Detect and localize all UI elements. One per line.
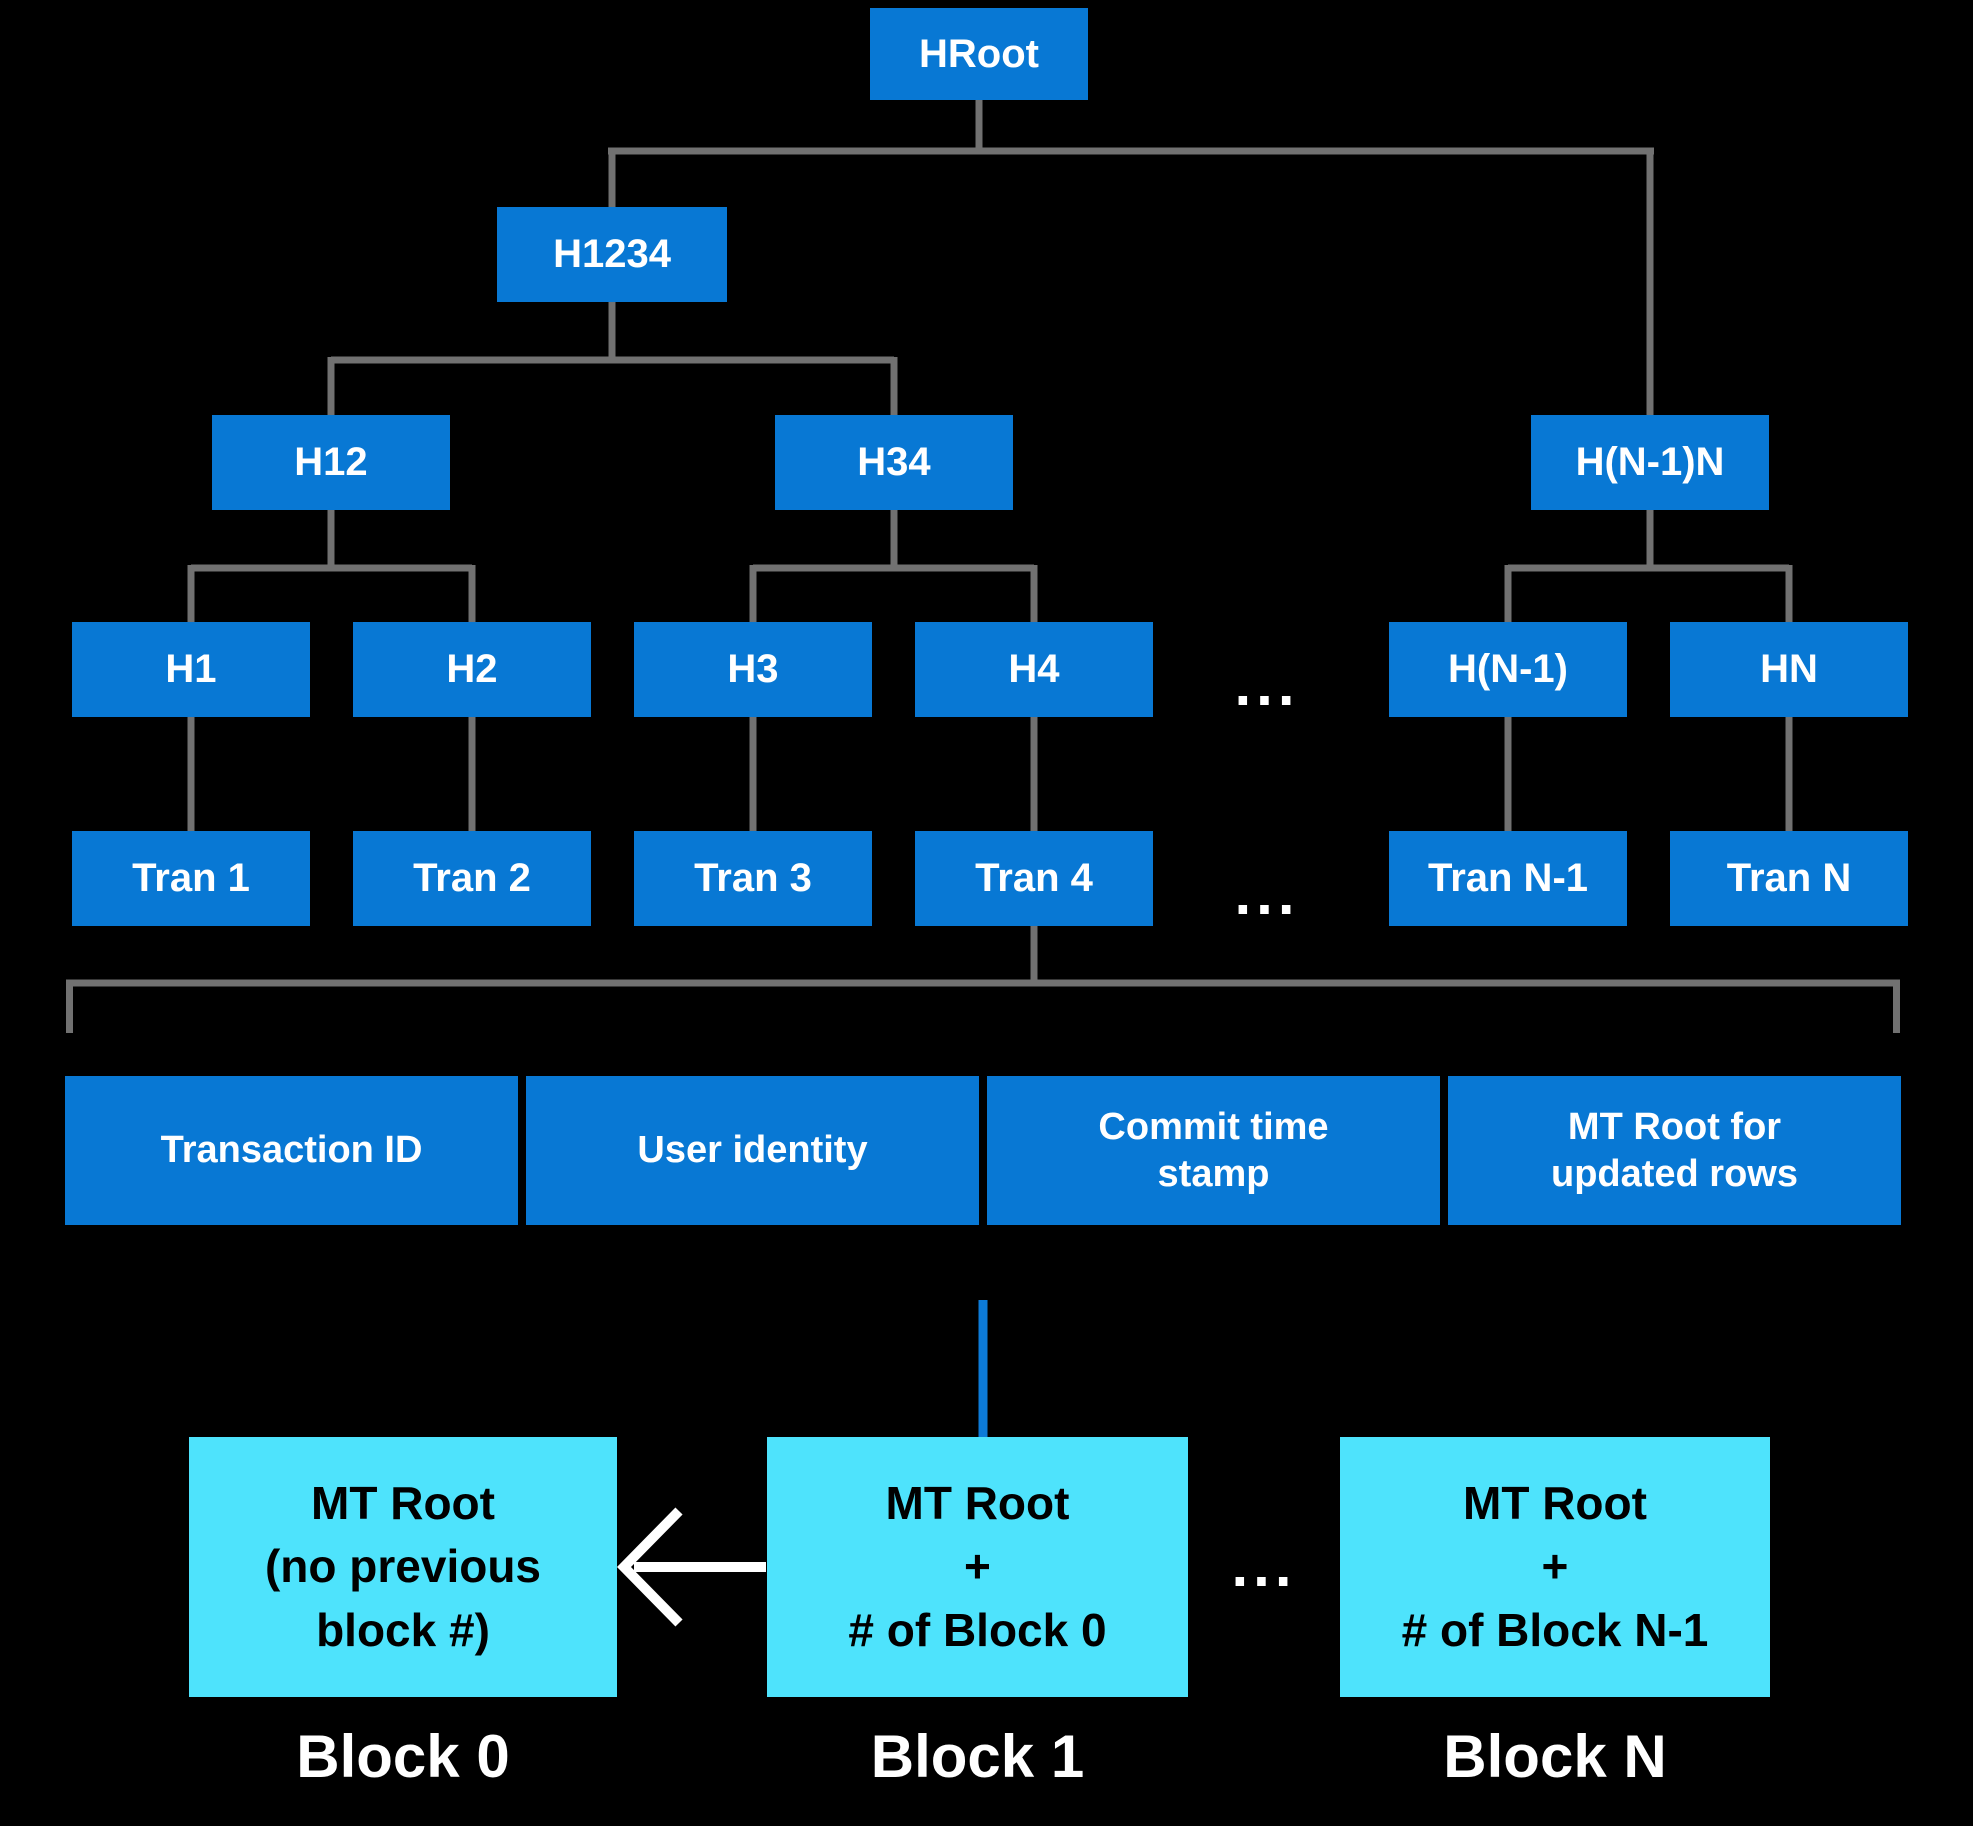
block-label-n: Block N — [1443, 1722, 1667, 1790]
field-mt-root-updated-rows: MT Root for updated rows — [1448, 1076, 1901, 1225]
node-tran-n: Tran N — [1670, 831, 1908, 926]
h1234-connector — [327, 302, 898, 415]
field-transaction-id: Transaction ID — [65, 1076, 518, 1225]
block-box-0: MT Root (no previous block #) — [189, 1437, 617, 1697]
ellipsis-block-row: ... — [1231, 1531, 1297, 1599]
node-h34: H34 — [775, 415, 1013, 510]
node-h1: H1 — [72, 622, 310, 717]
tran4-detail-bracket — [66, 926, 1900, 1033]
node-tran-2: Tran 2 — [353, 831, 591, 926]
block-box-1: MT Root + # of Block 0 — [767, 1437, 1188, 1697]
node-tran-1: Tran 1 — [72, 831, 310, 926]
h34-connector — [749, 510, 1038, 622]
node-h1234: H1234 — [497, 207, 727, 302]
node-h2: H2 — [353, 622, 591, 717]
block-label-0: Block 0 — [296, 1722, 510, 1790]
node-tran-n-1: Tran N-1 — [1389, 831, 1627, 926]
node-hn1n: H(N-1)N — [1531, 415, 1769, 510]
h12-connector — [187, 510, 476, 622]
node-tran-3: Tran 3 — [634, 831, 872, 926]
prev-block-arrow-head — [616, 1507, 683, 1627]
block-label-1: Block 1 — [870, 1722, 1085, 1790]
node-hroot: HRoot — [870, 8, 1088, 100]
hn1n-connector — [1504, 510, 1793, 622]
node-h4: H4 — [915, 622, 1153, 717]
root-connector — [608, 100, 1654, 415]
node-hn-1: H(N-1) — [1389, 622, 1627, 717]
node-hn: HN — [1670, 622, 1908, 717]
prev-block-arrow — [616, 1507, 766, 1627]
block-box-n: MT Root + # of Block N-1 — [1340, 1437, 1770, 1697]
field-user-identity: User identity — [526, 1076, 979, 1225]
field-commit-time-stamp: Commit time stamp — [987, 1076, 1440, 1225]
hash-to-tran-connectors — [187, 717, 1793, 831]
node-h12: H12 — [212, 415, 450, 510]
node-tran-4: Tran 4 — [915, 831, 1153, 926]
node-h3: H3 — [634, 622, 872, 717]
ellipsis-tran-row: ... — [1234, 859, 1300, 927]
ellipsis-hash-row: ... — [1234, 650, 1300, 718]
